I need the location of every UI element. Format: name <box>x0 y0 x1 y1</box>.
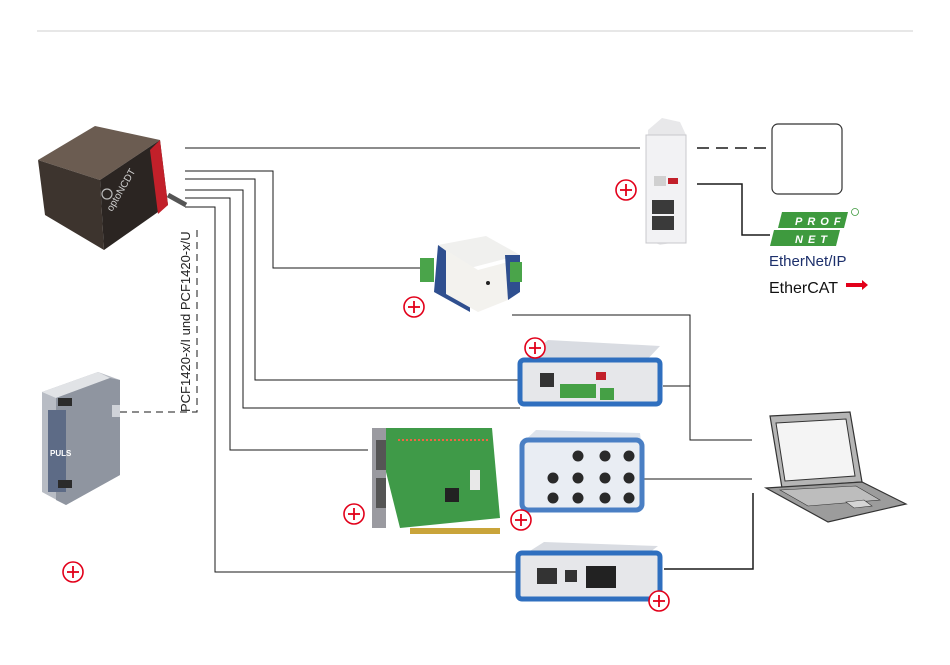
plus-circle-icon[interactable] <box>511 510 531 530</box>
plus-circle-icon[interactable] <box>404 297 424 317</box>
switch-port <box>624 493 635 504</box>
switch-port <box>624 473 635 484</box>
line-to-pcie <box>185 198 368 450</box>
switch-port <box>600 473 611 484</box>
switch-port <box>600 451 611 462</box>
plc-box <box>772 124 842 194</box>
switch-port <box>548 473 559 484</box>
ethercat-logo: EtherCAT <box>769 280 868 297</box>
line-controller-laptop <box>664 493 753 569</box>
switch-port <box>624 451 635 462</box>
switch-port <box>600 493 611 504</box>
power-supply-image: PULS <box>42 372 120 505</box>
line-gateway-fieldbus <box>697 184 770 235</box>
ethercat-text: EtherCAT <box>769 280 838 297</box>
profinet-logo: PROFI NET <box>770 209 859 247</box>
profinet-bottom-text: NET <box>795 234 832 246</box>
switch-port <box>573 473 584 484</box>
cable-label: PCF1420-x/I und PCF1420-x/U <box>178 231 193 412</box>
plus-circle-icon[interactable] <box>616 180 636 200</box>
sensor-image: optoNCDT <box>38 126 186 250</box>
plus-circle-icon[interactable] <box>63 562 83 582</box>
ethernetip-logo: EtherNet/IP <box>769 253 847 270</box>
plus-circle-icon[interactable] <box>525 338 545 358</box>
laptop-icon <box>766 412 906 522</box>
plus-circle-icon[interactable] <box>649 591 669 611</box>
pcie-card-image <box>372 428 500 534</box>
controller-image <box>518 542 660 599</box>
switch-port <box>573 493 584 504</box>
switch-port <box>548 493 559 504</box>
usb-converter-image <box>420 236 522 312</box>
line-to-converter <box>185 171 420 268</box>
switch-port <box>573 451 584 462</box>
profinet-top-text: PROFI <box>795 216 854 228</box>
plus-circle-icon[interactable] <box>344 504 364 524</box>
power-supply-brand: PULS <box>50 449 72 458</box>
gateway-module-image <box>646 118 686 245</box>
ethernet-switch-image <box>520 430 642 510</box>
